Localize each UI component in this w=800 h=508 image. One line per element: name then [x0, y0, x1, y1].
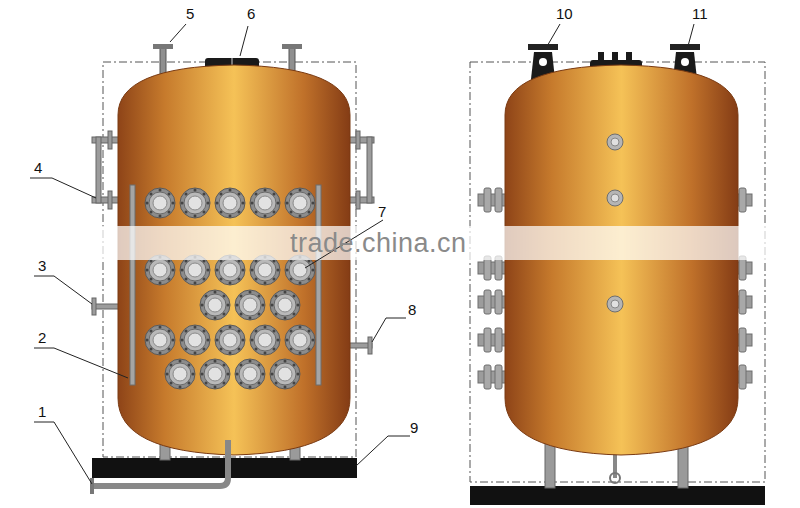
- callout-number: 10: [556, 6, 573, 22]
- callout-number: 6: [247, 6, 255, 22]
- watermark: trade.china.cn: [290, 228, 467, 258]
- callout-number: 4: [34, 160, 42, 176]
- callout-number: 9: [410, 420, 418, 436]
- callout-number: 5: [186, 6, 194, 22]
- callout-number: 3: [38, 258, 46, 274]
- callout-number: 7: [378, 204, 386, 220]
- callout-number: 2: [38, 330, 46, 346]
- callout-number: 11: [692, 6, 708, 22]
- callout-number: 8: [408, 302, 416, 318]
- callout-number: 1: [38, 404, 46, 420]
